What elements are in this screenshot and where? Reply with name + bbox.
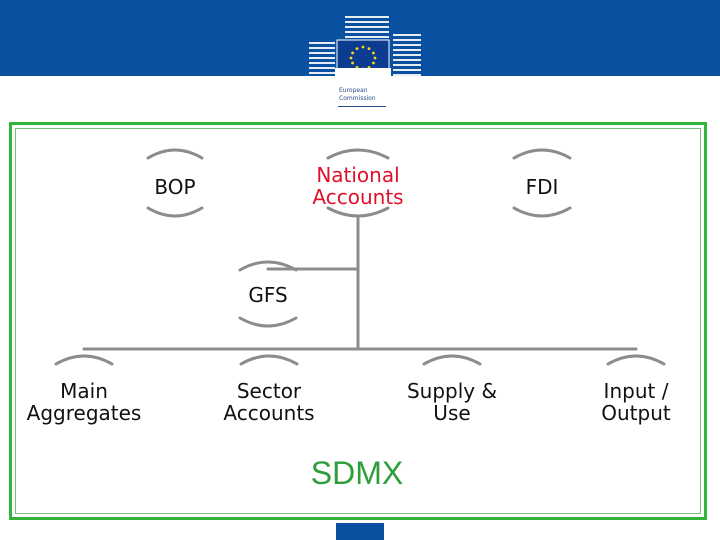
node-input-output-line-2: Output — [601, 401, 671, 425]
node-sector-accounts: Sector Accounts — [223, 380, 314, 424]
leaf-3-bracket — [422, 354, 482, 366]
gfs-bracket-lower — [238, 316, 298, 328]
national-accounts-bracket-lower — [326, 206, 390, 218]
node-supply-use-line-2: Use — [433, 401, 471, 425]
node-national-accounts: National Accounts — [312, 164, 403, 208]
node-national-accounts-line-2: Accounts — [312, 185, 404, 209]
logo-underline — [338, 106, 386, 107]
logo-line-2: Commission — [339, 95, 376, 102]
diagram-frame — [9, 122, 707, 520]
bop-bracket — [146, 148, 204, 160]
node-supply-use-line-1: Supply & — [406, 379, 498, 403]
node-supply-use: Supply & Use — [407, 380, 497, 424]
leaf-2-bracket — [239, 354, 299, 366]
node-bop: BOP — [154, 175, 196, 199]
diagram-frame-inner — [15, 128, 701, 514]
node-gfs: GFS — [248, 283, 288, 307]
leaf-4-bracket — [606, 354, 666, 366]
logo-plate — [335, 68, 391, 112]
node-input-output-line-1: Input / — [603, 379, 669, 403]
node-main-aggregates: Main Aggregates — [27, 380, 142, 424]
node-main-aggregates-line-2: Aggregates — [26, 401, 142, 425]
leaf-1-bracket — [54, 354, 114, 366]
node-sector-accounts-line-1: Sector — [236, 379, 302, 403]
footer-tab — [336, 523, 384, 540]
node-fdi: FDI — [525, 175, 559, 199]
node-main-aggregates-line-1: Main — [60, 379, 108, 403]
node-national-accounts-line-1: National — [316, 163, 400, 187]
fdi-bracket-lower — [512, 206, 572, 218]
national-accounts-bracket — [326, 148, 390, 160]
fdi-bracket — [512, 148, 572, 160]
node-input-output: Input / Output — [601, 380, 670, 424]
logo-wordmark: European Commission — [339, 87, 391, 103]
node-sector-accounts-line-2: Accounts — [223, 401, 315, 425]
footer-label-sdmx: SDMX — [310, 455, 404, 491]
logo-line-1: European — [339, 87, 368, 94]
european-commission-logo: European Commission — [305, 12, 430, 112]
bop-bracket-lower — [146, 206, 204, 218]
